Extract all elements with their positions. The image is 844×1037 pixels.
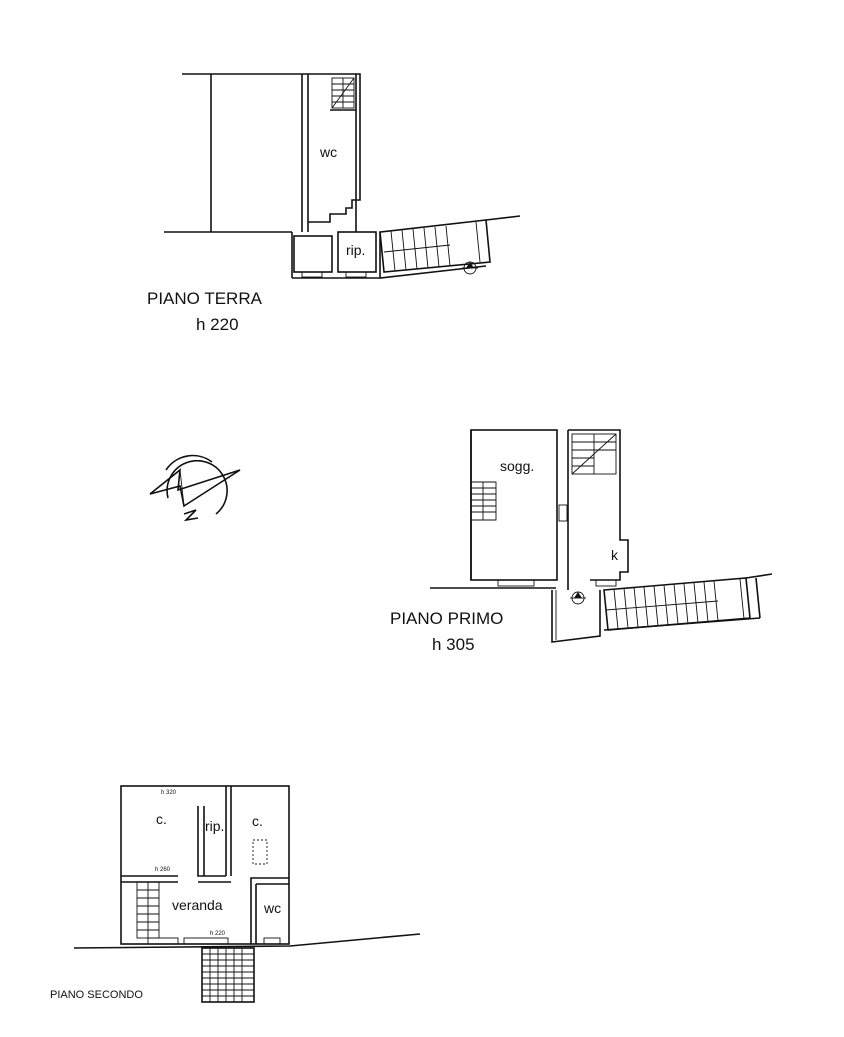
room-label-camera-1: c. — [156, 811, 167, 827]
stair-primo-left — [471, 481, 497, 521]
room-label-wc-secondo: wc — [263, 900, 281, 916]
plan-piano-primo: sogg. k PIANO PRIMO h 305 — [390, 429, 773, 654]
external-stair-primo — [603, 573, 773, 631]
stair-secondo — [136, 881, 160, 939]
plan-piano-secondo: c. rip. c. veranda wc h 320 h 260 h 220 … — [50, 785, 421, 1003]
floor-title-primo: PIANO PRIMO — [390, 609, 503, 628]
north-arrow-icon — [149, 454, 241, 522]
room-label-rip-terra: rip. — [346, 242, 365, 258]
plan-piano-terra: wc rip. PIANO TERRA h 220 — [147, 73, 521, 334]
room-label-camera-2: c. — [252, 813, 263, 829]
stair-primo-right — [571, 433, 617, 475]
external-stair-secondo — [201, 947, 255, 1003]
room-label-sogg: sogg. — [500, 458, 534, 474]
floor-title-terra: PIANO TERRA — [147, 289, 263, 308]
floor-title-secondo: PIANO SECONDO — [50, 989, 143, 1001]
room-label-rip-secondo: rip. — [205, 818, 224, 834]
height-label-320: h 320 — [161, 790, 177, 796]
room-label-veranda: veranda — [172, 897, 223, 913]
room-label-k: k — [611, 547, 619, 563]
level-mark-icon — [462, 261, 478, 275]
level-mark-icon — [570, 591, 586, 605]
height-label-220: h 220 — [210, 931, 226, 937]
stair-terra — [331, 77, 355, 109]
floor-height-primo: h 305 — [432, 635, 475, 654]
room-label-wc-terra: wc — [319, 144, 337, 160]
external-stair-terra — [379, 215, 521, 279]
floor-height-terra: h 220 — [196, 315, 239, 334]
height-label-260: h 260 — [155, 867, 171, 873]
